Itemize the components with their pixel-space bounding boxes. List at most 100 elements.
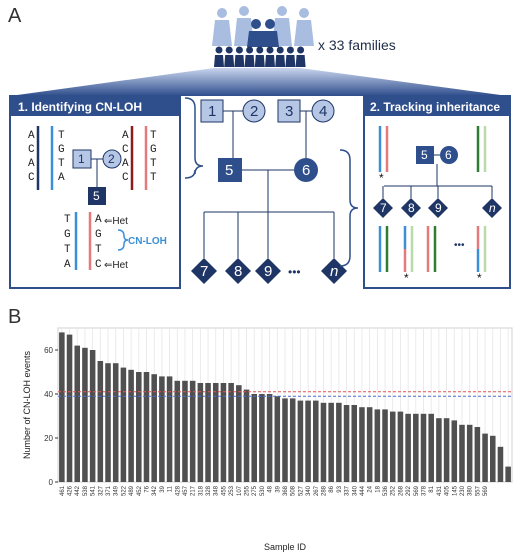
- bar-36: [336, 402, 342, 482]
- x-tick-label: 522: [121, 485, 127, 496]
- box2-child-diamond-7: [373, 198, 393, 218]
- cnloh-label: CN-LOH: [128, 236, 167, 247]
- box2-child-diamond-9: [428, 198, 448, 218]
- bar-55: [482, 433, 488, 482]
- child-diamond-9: [255, 258, 281, 284]
- bar-54: [474, 427, 481, 482]
- x-tick-label: 230: [460, 485, 466, 496]
- bar-26: [259, 394, 265, 482]
- x-tick-label: 275: [252, 485, 258, 496]
- x-tick-label: 81: [429, 485, 435, 492]
- x-tick-label: 39: [160, 485, 166, 492]
- box2-title: 2. Tracking inheritance: [370, 100, 500, 114]
- x-tick-label: 508: [291, 485, 297, 496]
- child-base-right-2: T: [95, 244, 102, 256]
- x-tick-label: 455: [221, 485, 227, 496]
- bar-27: [266, 394, 273, 482]
- base-letter-3-1: G: [150, 144, 157, 156]
- x-tick-label: 452: [137, 485, 143, 496]
- x-tick-label: 39: [275, 485, 281, 492]
- base-letter-1-2: T: [58, 158, 65, 170]
- asterisk-offspring-1: *: [404, 271, 409, 285]
- x-tick-label: 292: [406, 485, 412, 496]
- het-label-bottom: ⇐Het: [104, 260, 128, 271]
- base-letter-2-0: A: [122, 130, 129, 142]
- base-letter-3-3: T: [150, 172, 157, 184]
- gp3-num: 3: [285, 103, 293, 120]
- bar-58: [505, 466, 511, 482]
- base-letter-1-3: A: [58, 172, 65, 184]
- bar-6: [105, 363, 111, 482]
- x-tick-label: 337: [345, 485, 351, 496]
- bar-51: [451, 420, 458, 482]
- bar-50: [443, 418, 450, 482]
- x-tick-label: 24: [368, 485, 374, 492]
- box2-ellipsis: •••: [454, 240, 465, 251]
- child-label-7: 7: [200, 263, 208, 280]
- child-base-left-2: T: [64, 244, 71, 256]
- box2-child-diamond-n: [482, 198, 502, 218]
- pedigree-ellipsis: •••: [288, 265, 301, 279]
- child-label-n: n: [330, 263, 338, 280]
- bar-12: [151, 374, 157, 482]
- child-base-left-1: G: [64, 229, 71, 241]
- x-tick-label: 328: [206, 485, 212, 496]
- bar-30: [289, 398, 296, 482]
- base-letter-1-0: T: [58, 130, 65, 142]
- bar-25: [251, 394, 257, 482]
- bar-42: [382, 409, 388, 482]
- box1-child-num: 5: [93, 189, 100, 203]
- bar-33: [313, 400, 319, 482]
- bar-2: [74, 345, 81, 482]
- box2-child-diamond-8: [401, 198, 421, 218]
- bar-40: [366, 407, 373, 482]
- x-tick-label: 288: [321, 485, 327, 496]
- base-letter-0-3: C: [28, 172, 35, 184]
- y-tick-0: 0: [49, 478, 54, 487]
- bar-56: [489, 435, 496, 482]
- x-tick-label: 76: [144, 485, 150, 492]
- father-num: 5: [225, 162, 233, 179]
- child-diamond-n: [321, 258, 347, 284]
- x-tick-label: 48: [268, 485, 274, 492]
- base-letter-3-0: T: [150, 130, 157, 142]
- x-tick-label: 368: [283, 485, 289, 496]
- x-tick-label: 457: [183, 485, 189, 496]
- x-tick-label: 340: [306, 485, 312, 496]
- x-tick-label: 405: [445, 485, 451, 496]
- x-tick-label: 318: [198, 485, 204, 496]
- x-tick-label: 348: [214, 485, 220, 496]
- bar-39: [359, 407, 365, 482]
- base-letter-3-2: T: [150, 158, 157, 170]
- bar-9: [128, 369, 134, 482]
- x-tick-label: 569: [483, 485, 489, 496]
- cnloh-brace: [117, 229, 129, 251]
- x-tick-label: 268: [398, 485, 404, 496]
- gp4-num: 4: [319, 103, 327, 120]
- asterisk-parent: *: [379, 171, 384, 185]
- x-tick-label: 569: [414, 485, 420, 496]
- bar-37: [343, 405, 350, 482]
- bar-35: [328, 402, 334, 482]
- x-tick-label: 557: [475, 485, 481, 496]
- x-tick-label: 340: [352, 485, 358, 496]
- x-tick-label: 371: [106, 485, 112, 496]
- asterisk-offspring-3: *: [477, 271, 482, 285]
- x-tick-label: 431: [437, 485, 443, 496]
- child-base-left-0: T: [64, 214, 71, 226]
- families-count: x 33 families: [318, 37, 396, 53]
- child-base-right-3: C: [95, 259, 102, 271]
- x-tick-label: 527: [298, 485, 304, 496]
- brace-left: [184, 97, 204, 175]
- bar-19: [205, 383, 211, 482]
- mother-num: 6: [302, 162, 310, 179]
- bar-4: [89, 350, 96, 482]
- bar-41: [374, 409, 381, 482]
- bar-45: [405, 413, 411, 482]
- bar-18: [197, 383, 204, 482]
- x-tick-label: 536: [383, 485, 389, 496]
- bar-1: [66, 334, 73, 482]
- family-icons: [212, 6, 314, 67]
- box2-child-label-9: 9: [435, 201, 442, 215]
